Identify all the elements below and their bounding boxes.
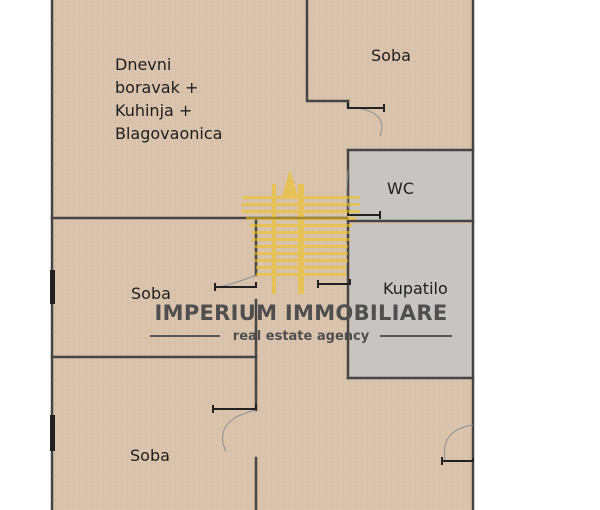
watermark-name: IMPERIUM IMMOBILIARE xyxy=(154,301,448,325)
door-handle-soba-top-right xyxy=(347,103,385,112)
room-label-soba-top-right: Soba xyxy=(371,46,411,65)
watermark-tagline: real estate agency xyxy=(232,329,370,344)
logo-mark xyxy=(242,170,360,294)
room-label-bathroom: Kupatilo xyxy=(383,279,448,298)
door-handle-hall xyxy=(441,457,474,465)
wc-floor xyxy=(350,151,472,220)
living-line-2: boravak + xyxy=(115,78,199,97)
door-handle-soba-bottom xyxy=(212,404,257,413)
living-line-3: Kuhinja + xyxy=(115,101,193,120)
bathroom-floor xyxy=(350,224,472,377)
room-label-soba-middle-left: Soba xyxy=(131,284,171,303)
room-label-wc: WC xyxy=(387,179,414,198)
watermark-rule-left xyxy=(150,335,220,337)
room-label-soba-bottom-left: Soba xyxy=(130,446,170,465)
watermark-rule-right xyxy=(380,335,452,337)
wall-soba-top-right xyxy=(305,0,350,103)
door-swing-soba-bottom xyxy=(222,409,257,453)
door-swing-hall xyxy=(443,424,474,461)
room-label-living: Dnevni boravak + Kuhinja + Blagovaonica xyxy=(115,53,222,145)
window-mid-left xyxy=(50,270,55,304)
window-bottom-left xyxy=(50,415,55,451)
living-line-4: Blagovaonica xyxy=(115,124,223,143)
living-line-1: Dnevni xyxy=(115,55,172,74)
door-handle-soba-middle xyxy=(214,282,257,291)
door-handle-bathroom xyxy=(317,279,351,288)
